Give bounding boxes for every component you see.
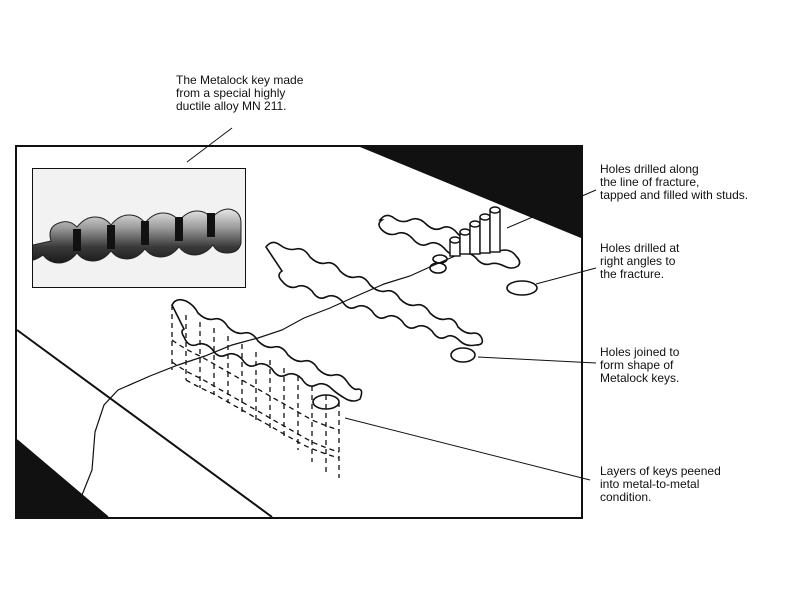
key-caption: The Metalock key made from a special hig… [176,74,303,113]
casting-edge [16,329,273,518]
holes-right-angles-line-1: Holes drilled at [600,241,680,255]
layers-peened-line-2: into metal-to-metal [600,477,700,491]
studs [449,206,501,257]
key-caption-line-2: from a special highly [176,86,286,100]
layers-peened-line-3: condition. [600,490,652,504]
hole-row-middle [265,241,484,363]
metalock-key-photo [14,168,246,288]
holes-right-angles-line-2: right angles to [600,254,676,268]
holes-drilled-along-line-3: tapped and filled with studs. [600,188,749,202]
holes-drilled-along-line-1: Holes drilled along [600,162,699,176]
casting-shadow-top [360,147,581,238]
holes-right-angles-label: Holes drilled at right angles to the fra… [600,242,679,281]
layers-peened-line-1: Layers of keys peened [600,464,721,478]
hole-row-right [378,214,538,296]
holes-joined-line-3: Metalock keys. [600,371,680,385]
holes-joined-line-2: form shape of [600,358,674,372]
metalock-key-image [14,208,242,264]
holes-joined-line-1: Holes joined to [600,345,680,359]
holes-drilled-along-label: Holes drilled along the line of fracture… [600,163,748,202]
key-caption-line-1: The Metalock key made [176,73,304,87]
key-layers [171,305,340,478]
holes-right-angles-line-3: the fracture. [600,267,665,281]
holes-drilled-along-line-2: the line of fracture, [600,175,700,189]
casting-edge-lower [16,439,109,518]
layers-peened-label: Layers of keys peened into metal-to-meta… [600,465,721,504]
fracture-line [77,241,476,506]
holes-joined-label: Holes joined to form shape of Metalock k… [600,346,679,385]
key-caption-line-3: ductile alloy MN 211. [176,99,287,113]
leader-lines [186,127,597,481]
